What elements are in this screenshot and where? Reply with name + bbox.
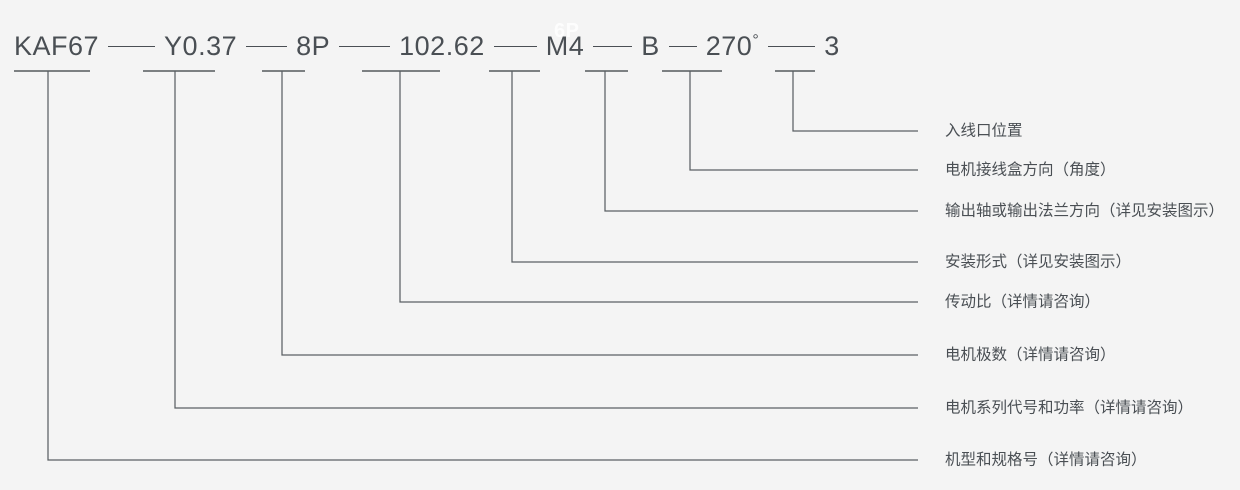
callout-label-4: 安装形式（详见安装图示） — [945, 253, 1132, 271]
code-separator — [246, 45, 288, 47]
leader-elbow — [174, 71, 918, 409]
leader-elbow — [792, 71, 918, 132]
callout-label-8: 机型和规格号（详情请咨询） — [945, 451, 1147, 469]
model-code-row: KAF67 Y0.37 8P 102.62 M4 B 270° 3 — [0, 22, 1240, 70]
callout-label-2: 电机接线盒方向（角度） — [945, 161, 1116, 179]
code-token-6[interactable]: B — [641, 30, 660, 61]
code-token-1[interactable]: KAF67 — [14, 30, 100, 61]
code-token-8[interactable]: 3 — [824, 30, 840, 61]
leader-4 — [362, 70, 918, 303]
code-token-3[interactable]: 8P — [296, 30, 331, 61]
code-separator — [339, 45, 391, 47]
code-token-7[interactable]: 270° — [705, 30, 760, 61]
leader-3 — [262, 70, 918, 356]
code-separator — [493, 45, 537, 47]
callout-label-5: 传动比（详情请咨询） — [945, 293, 1101, 311]
leader-7 — [662, 70, 918, 171]
code-separator — [593, 45, 633, 47]
code-separator — [108, 45, 156, 47]
leader-8 — [775, 70, 918, 132]
callout-label-3: 输出轴或输出法兰方向（详见安装图示） — [945, 202, 1225, 220]
leader-elbow — [604, 71, 918, 212]
leader-elbow — [689, 71, 918, 171]
code-separator — [768, 45, 816, 47]
code-token-5[interactable]: M4 — [545, 30, 585, 61]
callout-label-6: 电机极数（详情请咨询） — [945, 346, 1116, 364]
code-token-4[interactable]: 102.62 — [399, 30, 485, 61]
code-separator — [668, 45, 697, 47]
leader-elbow — [399, 71, 918, 303]
leader-2 — [143, 70, 918, 409]
callout-label-1: 入线口位置 — [945, 122, 1023, 140]
leader-6 — [585, 70, 918, 212]
leader-elbow — [47, 71, 918, 461]
callout-label-7: 电机系列代号和功率（详情请咨询） — [945, 399, 1194, 417]
leader-elbow — [511, 71, 918, 263]
leader-elbow — [281, 71, 918, 356]
degree-symbol: ° — [752, 31, 760, 49]
leader-5 — [489, 70, 918, 263]
leader-1 — [14, 70, 918, 461]
code-token-2[interactable]: Y0.37 — [164, 30, 238, 61]
